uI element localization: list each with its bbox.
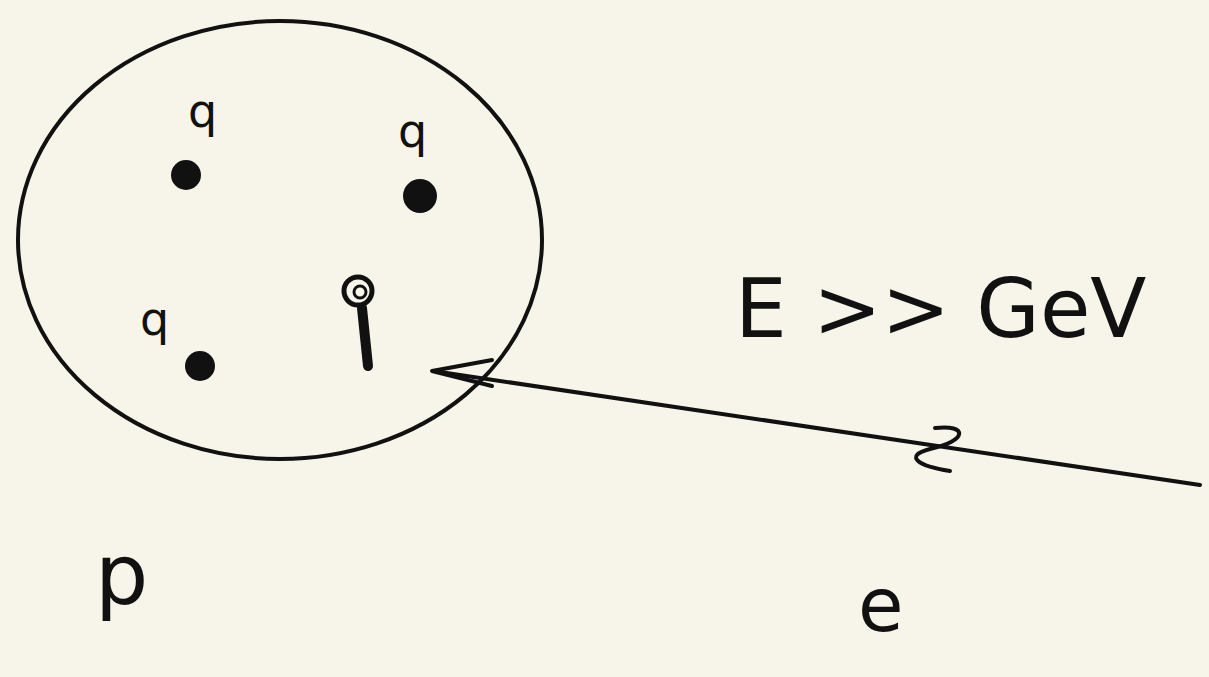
photon-squiggle bbox=[916, 427, 959, 471]
proton-outline: p bbox=[15, 18, 545, 462]
struck-quark bbox=[344, 277, 372, 366]
electron-beam bbox=[432, 360, 1200, 485]
struck-quark-core bbox=[354, 286, 366, 298]
quark-dots bbox=[171, 160, 437, 381]
quark-label: q bbox=[140, 296, 169, 342]
proton-border bbox=[18, 21, 542, 459]
quark-label: q bbox=[398, 108, 427, 154]
quark-dot bbox=[171, 160, 201, 190]
quark-label: q bbox=[188, 88, 217, 134]
struck-quark-track bbox=[362, 308, 368, 366]
quark-dot bbox=[185, 351, 215, 381]
particle-name: e bbox=[858, 568, 904, 642]
quark-dot bbox=[403, 179, 437, 213]
particle-name: p bbox=[95, 533, 148, 617]
struck-quark-ring bbox=[344, 277, 372, 305]
electron-arrowhead bbox=[432, 360, 492, 386]
energy-note: E >> GeV bbox=[735, 268, 1146, 350]
proton-shape bbox=[15, 18, 545, 462]
electron-line bbox=[440, 372, 1200, 485]
